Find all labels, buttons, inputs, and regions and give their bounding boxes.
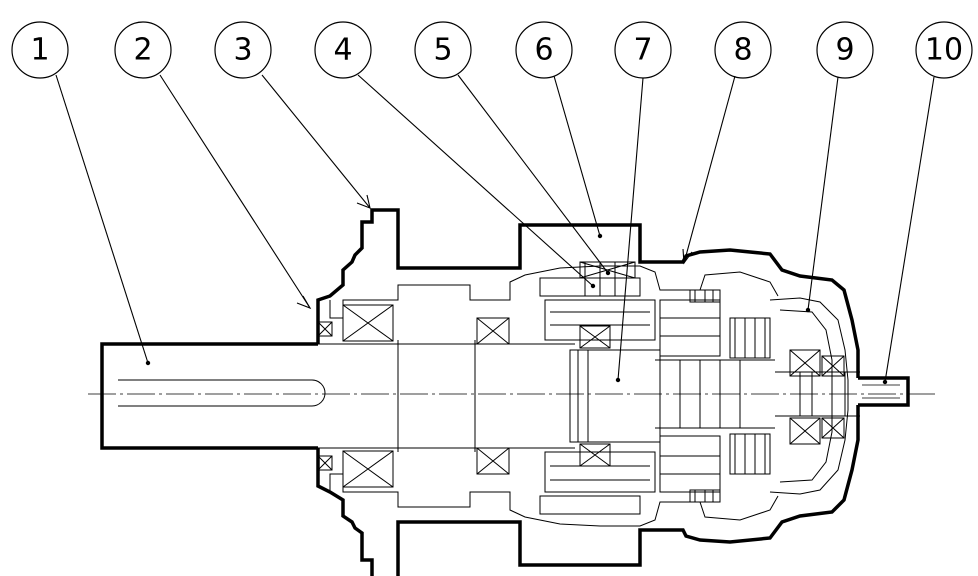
leader-2 xyxy=(159,74,311,309)
leader-lines xyxy=(55,74,935,385)
balloon-6: 6 xyxy=(515,21,573,79)
balloon-4: 4 xyxy=(314,21,372,79)
balloon-4-label: 4 xyxy=(333,33,352,68)
balloon-9-label: 9 xyxy=(835,33,854,68)
leader-8 xyxy=(683,75,736,264)
housing-outline-bottom xyxy=(316,405,860,576)
balloon-3: 3 xyxy=(214,21,272,79)
balloon-5-label: 5 xyxy=(433,33,452,68)
balloon-1-label: 1 xyxy=(30,33,49,68)
input-shaft xyxy=(858,376,910,407)
balloon-9: 9 xyxy=(816,21,874,79)
balloon-7-label: 7 xyxy=(633,33,652,68)
output-shaft xyxy=(100,342,326,450)
housing-outline-top xyxy=(316,208,860,378)
balloon-10-label: 10 xyxy=(925,33,963,68)
balloon-8: 8 xyxy=(714,21,772,79)
balloon-3-label: 3 xyxy=(233,33,252,68)
balloon-2: 2 xyxy=(114,21,172,79)
leader-9 xyxy=(807,76,839,311)
internal-components xyxy=(312,261,860,527)
leader-1 xyxy=(55,74,149,364)
balloon-6-label: 6 xyxy=(534,33,553,68)
balloon-7: 7 xyxy=(614,21,672,79)
balloon-1: 1 xyxy=(11,21,69,79)
leader-4 xyxy=(357,74,594,287)
balloon-10: 10 xyxy=(915,21,973,79)
leader-10 xyxy=(884,76,935,383)
balloon-5: 5 xyxy=(414,21,472,79)
leader-6 xyxy=(553,75,601,237)
leader-3 xyxy=(261,74,371,209)
balloon-2-label: 2 xyxy=(133,33,152,68)
leader-5 xyxy=(457,74,609,274)
balloon-8-label: 8 xyxy=(733,33,752,68)
leader-7 xyxy=(617,77,644,381)
